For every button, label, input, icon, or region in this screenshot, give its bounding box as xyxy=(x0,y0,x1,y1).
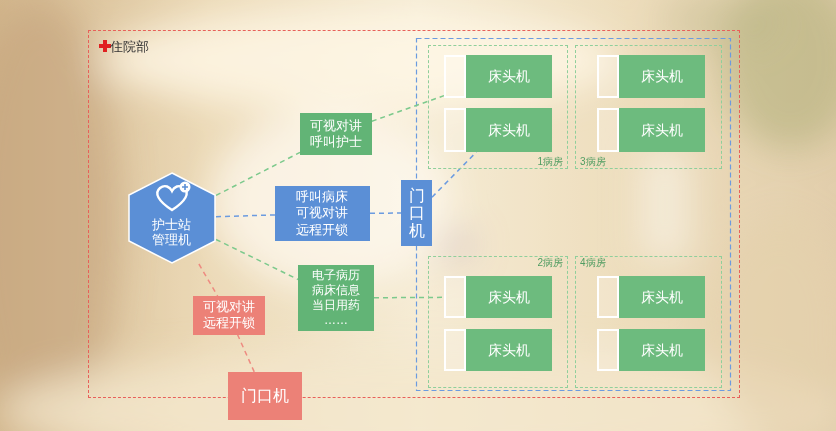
dashed-connector xyxy=(216,239,298,279)
bedside-panel: 床头机 xyxy=(619,55,705,98)
dashed-connector xyxy=(199,264,218,296)
dashed-connector xyxy=(238,335,255,373)
node-text: 床头机 xyxy=(641,289,683,306)
plus-badge xyxy=(180,182,191,193)
node-text: 电子病历 病床信息 当日用药 …… xyxy=(308,268,363,328)
function-label-box: 电子病历 病床信息 当日用药 …… xyxy=(298,265,374,331)
bedside-screen-frame xyxy=(597,55,619,98)
station-icon xyxy=(157,182,190,211)
bedside-unit: 床头机 xyxy=(597,55,705,98)
ward-room: 4病房床头机床头机 xyxy=(575,256,722,388)
node-text: 床头机 xyxy=(488,289,530,306)
node-text: 床头机 xyxy=(641,68,683,85)
ward-group-frame xyxy=(417,39,731,391)
bedside-screen-frame xyxy=(597,329,619,371)
door-unit-box: 门口机 xyxy=(401,180,432,246)
dashed-connector xyxy=(374,297,444,299)
bedside-panel: 床头机 xyxy=(619,276,705,318)
bedside-panel: 床头机 xyxy=(466,55,552,98)
node-text: 呼叫病床 可视对讲 远程开锁 xyxy=(293,189,353,238)
nurse-station-hex: 护士站 管理机 xyxy=(128,172,216,264)
bedside-unit: 床头机 xyxy=(597,329,705,371)
node-text: 护士站 管理机 xyxy=(149,217,196,248)
bedside-panel: 床头机 xyxy=(466,276,552,318)
dashed-connector xyxy=(216,215,275,217)
ward-room: 3病房床头机床头机 xyxy=(575,45,722,169)
bedside-panel: 床头机 xyxy=(619,329,705,371)
node-text: 床头机 xyxy=(641,122,683,139)
node-text: 床头机 xyxy=(488,122,530,139)
bedside-panel: 床头机 xyxy=(466,108,552,152)
bedside-unit: 床头机 xyxy=(444,55,552,98)
bedside-screen-frame xyxy=(597,108,619,152)
bedside-panel: 床头机 xyxy=(466,329,552,371)
room-label: 2病房 xyxy=(537,257,563,269)
bedside-unit: 床头机 xyxy=(444,276,552,318)
bedside-unit: 床头机 xyxy=(597,108,705,152)
dashed-connector xyxy=(372,96,444,122)
dashed-connector xyxy=(370,212,401,214)
bedside-screen-frame xyxy=(444,108,466,152)
node-text: 床头机 xyxy=(488,342,530,359)
room-label: 1病房 xyxy=(537,156,563,168)
bedside-screen-frame xyxy=(444,276,466,318)
node-text: 可视对讲 呼叫护士 xyxy=(306,118,366,151)
ward-region: 住院部护士站 管理机 可视对讲 呼叫护士呼叫病床 可视对讲 远程开锁 门口机电子病历… xyxy=(88,30,740,398)
bedside-unit: 床头机 xyxy=(444,329,552,371)
ward-room: 2病房床头机床头机 xyxy=(428,256,568,388)
function-label-box: 可视对讲 呼叫护士 xyxy=(300,113,372,155)
bedside-unit: 床头机 xyxy=(444,108,552,152)
node-text: 可视对讲 远程开锁 xyxy=(199,299,259,332)
node-text: 门口机 xyxy=(409,187,425,240)
room-label: 3病房 xyxy=(580,156,606,168)
plus-sign xyxy=(182,184,188,190)
bedside-unit: 床头机 xyxy=(597,276,705,318)
bedside-screen-frame xyxy=(444,329,466,371)
red-cross-icon xyxy=(99,40,111,52)
door-unit-box: 门口机 xyxy=(228,372,302,420)
bedside-screen-frame xyxy=(444,55,466,98)
node-text: 床头机 xyxy=(641,342,683,359)
bedside-screen-frame xyxy=(597,276,619,318)
bedside-panel: 床头机 xyxy=(619,108,705,152)
room-label: 4病房 xyxy=(580,257,606,269)
node-text: 门口机 xyxy=(241,386,289,406)
dashed-connector xyxy=(432,152,476,197)
node-text: 住院部 xyxy=(110,39,149,55)
function-label-box: 可视对讲 远程开锁 xyxy=(193,296,265,335)
ward-room: 1病房床头机床头机 xyxy=(428,45,568,169)
function-label-box: 呼叫病床 可视对讲 远程开锁 xyxy=(275,186,370,241)
node-text: 床头机 xyxy=(488,68,530,85)
hexagon-shape xyxy=(129,173,215,263)
